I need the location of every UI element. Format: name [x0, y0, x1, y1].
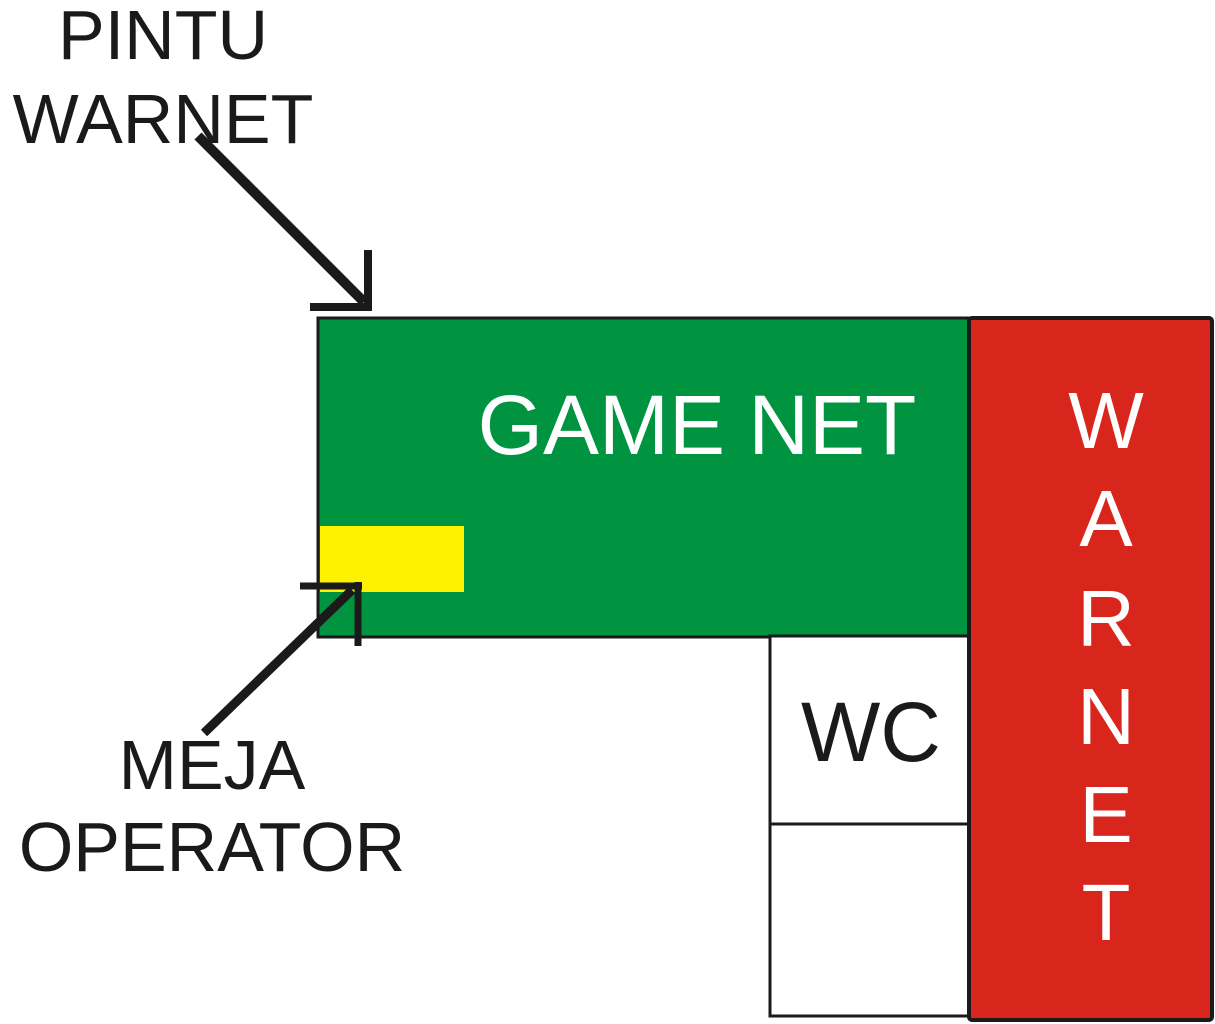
warnet-letter: A [1079, 474, 1133, 563]
warnet-label: WARNET [1068, 376, 1144, 957]
door-arrow [194, 132, 372, 311]
operator-label-line2: OPERATOR [19, 808, 405, 886]
operator-desk [320, 526, 464, 592]
warnet-letter: W [1068, 376, 1144, 465]
wc-label: WC [801, 685, 941, 779]
gamenet-label: GAME NET [478, 378, 917, 472]
warnet-letter: T [1082, 868, 1131, 957]
operator-arrow [200, 582, 362, 737]
warnet-room [967, 316, 1214, 1022]
warnet-letter: R [1077, 574, 1135, 663]
storage-room [768, 822, 971, 1018]
warnet-letter: N [1077, 672, 1135, 761]
operator-label-line1: MEJA [119, 726, 306, 804]
warnet-letter: E [1079, 770, 1132, 859]
wc-room [768, 634, 971, 826]
door-label-line2: WARNET [13, 80, 314, 158]
door-label-line1: PINTU [58, 0, 268, 74]
